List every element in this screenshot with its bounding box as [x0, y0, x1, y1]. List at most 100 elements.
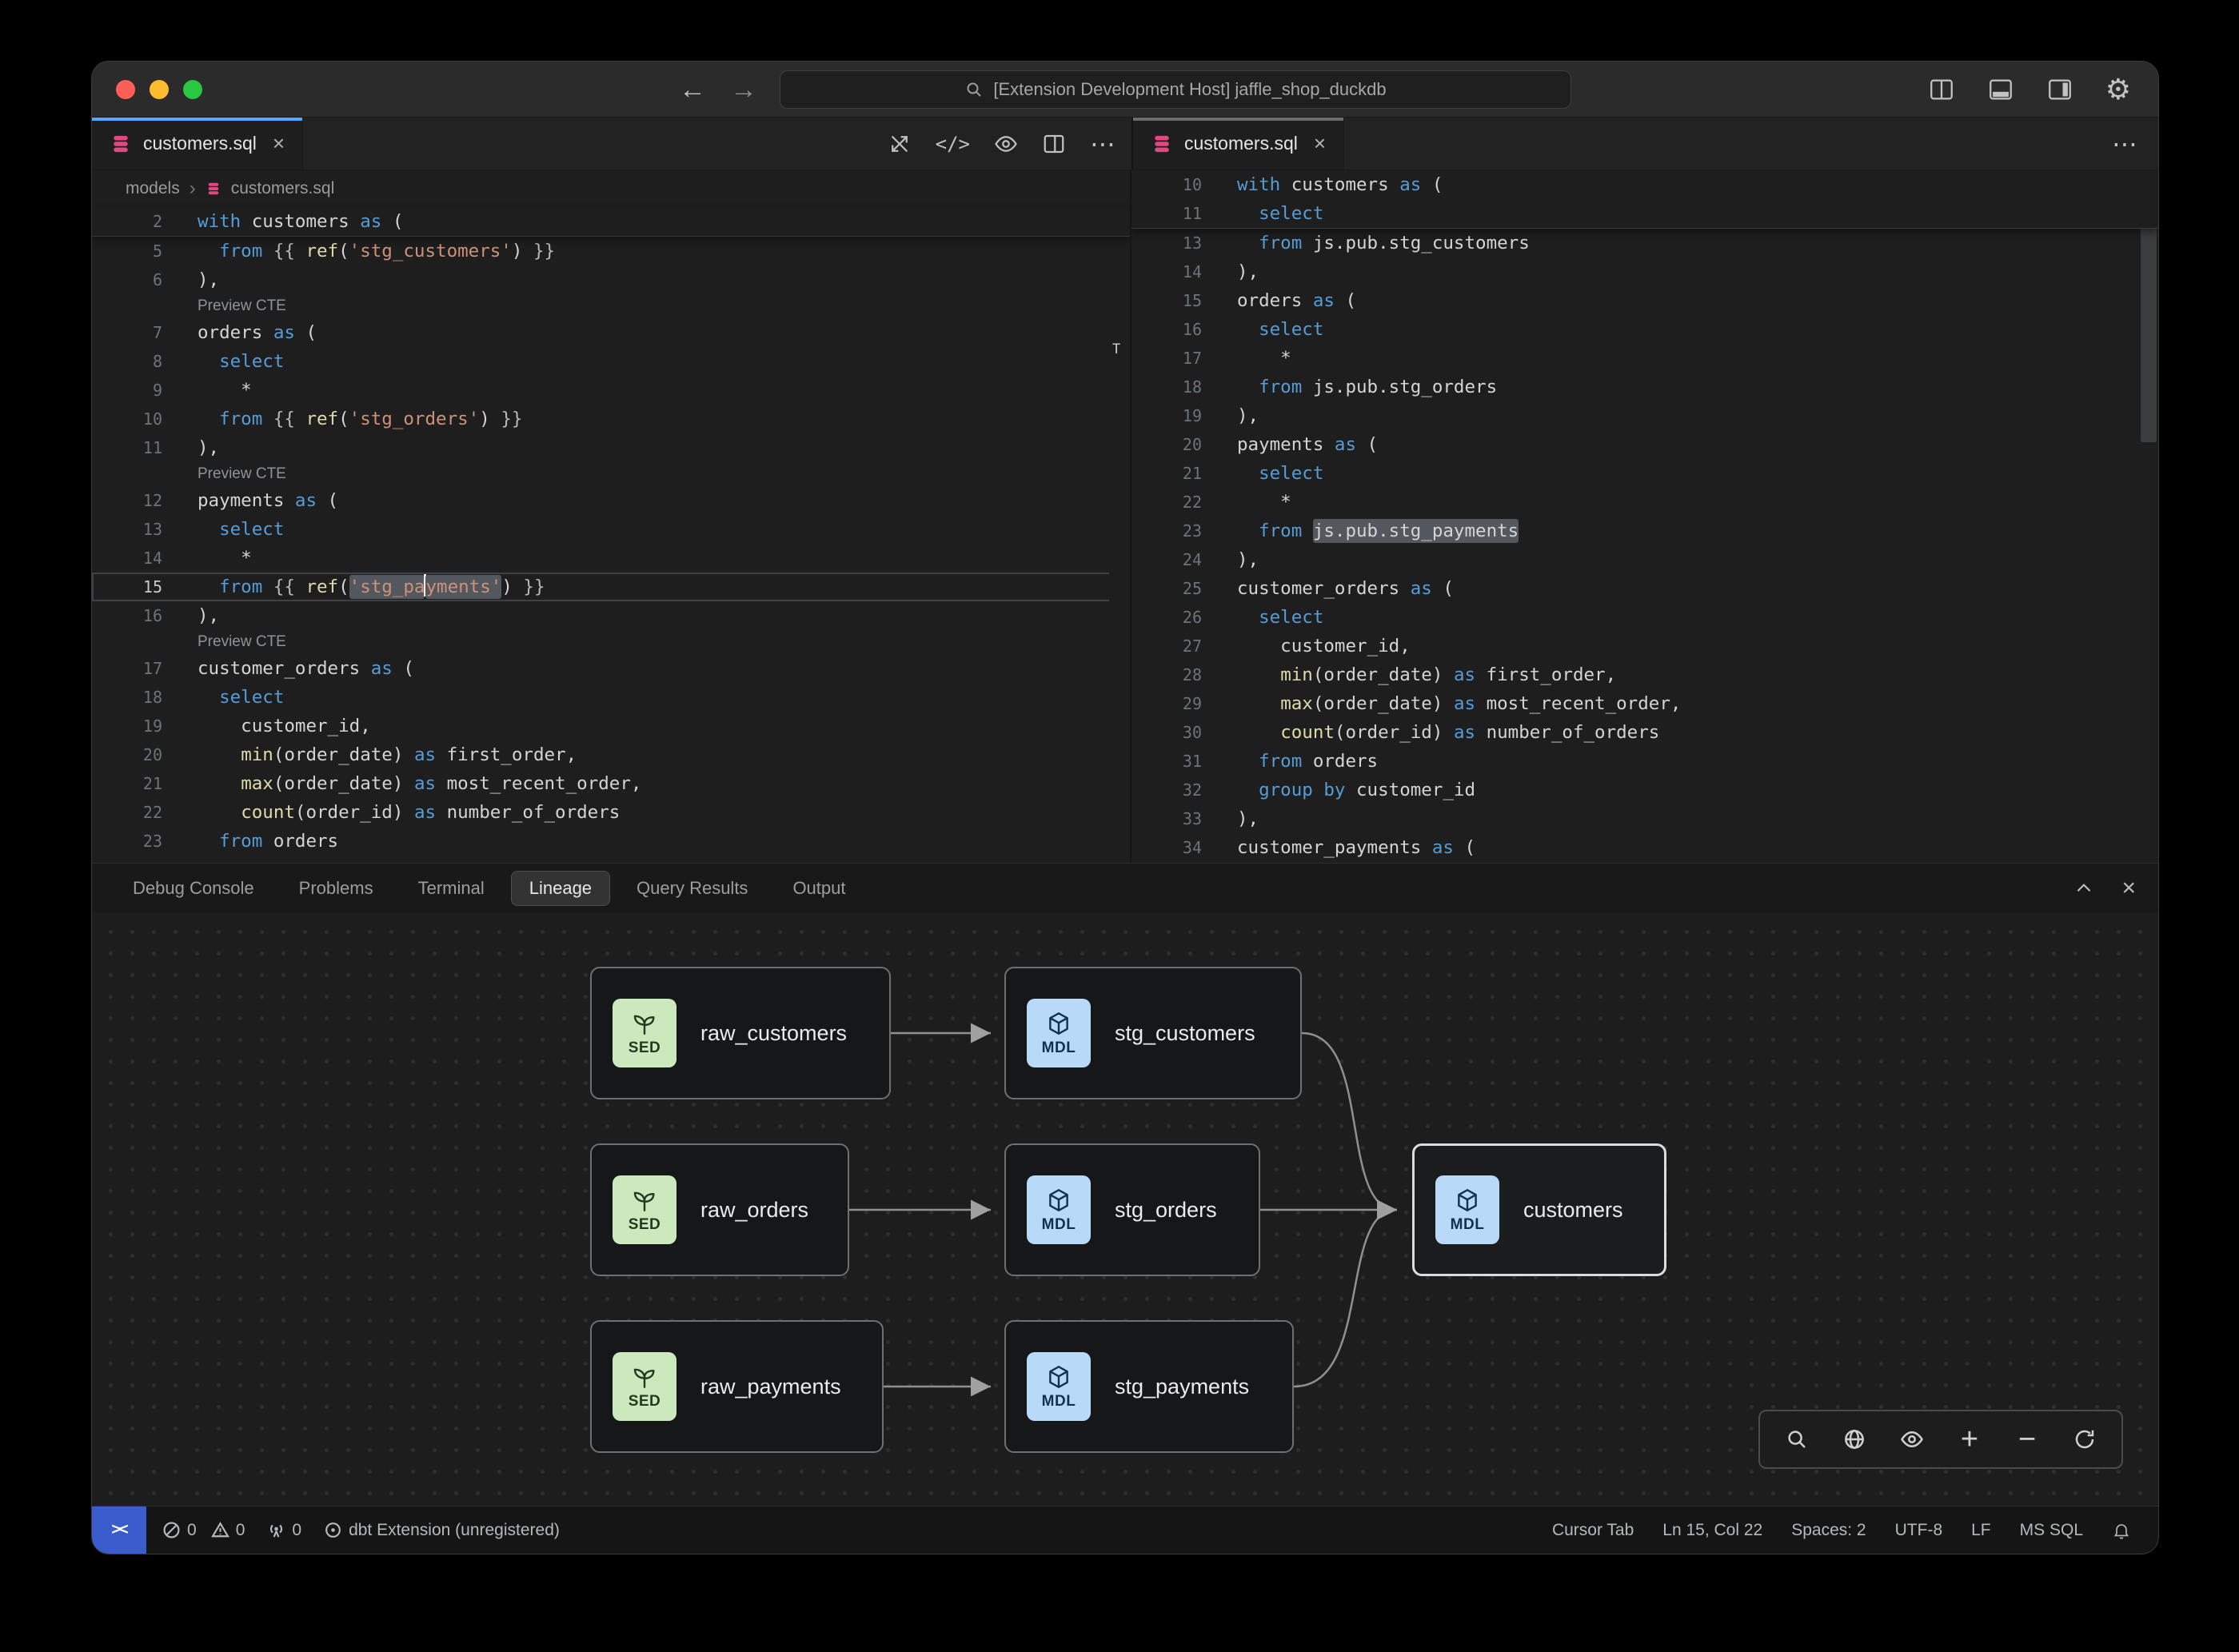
code-line-14[interactable]: 14),: [1131, 257, 2158, 286]
code-line-13[interactable]: 13 select: [92, 515, 1130, 544]
panel-tab-lineage[interactable]: Lineage: [510, 871, 611, 906]
code-lens-label[interactable]: Preview CTE: [198, 297, 286, 314]
code-line-19[interactable]: 19 customer_id,: [92, 712, 1130, 740]
compile-code-icon[interactable]: </>: [935, 132, 970, 155]
breadcrumb[interactable]: models › customers.sql: [92, 170, 1130, 207]
more-actions-icon[interactable]: ⋯: [2112, 129, 2137, 158]
dbt-extension-status[interactable]: dbt Extension (unregistered): [324, 1521, 560, 1540]
preview-eye-icon[interactable]: [994, 132, 1018, 156]
code-line-21[interactable]: 21 select: [1131, 459, 2158, 488]
code-line-22[interactable]: 22 count(order_id) as number_of_orders: [92, 798, 1130, 827]
close-panel-icon[interactable]: ×: [2121, 875, 2136, 901]
code-line-33[interactable]: 33),: [1131, 804, 2158, 833]
code-line-13[interactable]: 13 from js.pub.stg_customers: [1131, 229, 2158, 257]
code-lens-label[interactable]: Preview CTE: [198, 465, 286, 482]
code-lens-label[interactable]: Preview CTE: [198, 633, 286, 650]
close-window-button[interactable]: [116, 79, 135, 99]
zoom-out-button[interactable]: −: [1998, 1411, 2056, 1467]
more-actions-icon[interactable]: ⋯: [1090, 129, 1116, 158]
code-line-17[interactable]: 17 *: [1131, 344, 2158, 373]
panel-tab-debug-console[interactable]: Debug Console: [114, 871, 273, 906]
code-line-22[interactable]: 22 *: [1131, 488, 2158, 517]
scrollbar-thumb[interactable]: [2141, 170, 2157, 442]
lineage-visibility-button[interactable]: [1883, 1411, 1941, 1467]
close-tab-icon[interactable]: ×: [1313, 131, 1327, 155]
code-line-26[interactable]: 26 select: [1131, 603, 2158, 632]
toggle-panel-icon[interactable]: [1987, 76, 2014, 103]
breadcrumb-folder[interactable]: models: [126, 179, 180, 198]
back-button[interactable]: ←: [679, 74, 706, 105]
command-center-search[interactable]: [Extension Development Host] jaffle_shop…: [780, 70, 1571, 109]
lineage-search-button[interactable]: [1768, 1411, 1826, 1467]
panel-tab-problems[interactable]: Problems: [281, 871, 392, 906]
notifications-bell-icon[interactable]: [2112, 1521, 2131, 1540]
code-line-30[interactable]: 30 count(order_id) as number_of_orders: [1131, 718, 2158, 747]
code-line-20[interactable]: 20 min(order_date) as first_order,: [92, 740, 1130, 769]
code-line-15[interactable]: 15 from {{ ref('stg_payments') }}: [92, 573, 1130, 601]
code-line-31[interactable]: 31 from orders: [1131, 747, 2158, 776]
code-line-18[interactable]: 18 select: [92, 683, 1130, 712]
code-line-27[interactable]: 27 customer_id,: [1131, 632, 2158, 660]
code-line-16[interactable]: 16),: [92, 601, 1130, 630]
code-lens[interactable]: Preview CTE: [92, 294, 1130, 318]
code-line-21[interactable]: 21 max(order_date) as most_recent_order,: [92, 769, 1130, 798]
code-line-16[interactable]: 16 select: [1131, 315, 2158, 344]
tab-customers-sql-left[interactable]: customers.sql ×: [92, 118, 304, 170]
close-tab-icon[interactable]: ×: [272, 131, 285, 155]
panel-tab-terminal[interactable]: Terminal: [400, 871, 503, 906]
code-line-32[interactable]: 32 group by customer_id: [1131, 776, 2158, 804]
forward-button[interactable]: →: [730, 74, 757, 105]
remote-indicator[interactable]: ><: [92, 1506, 146, 1554]
code-line-11[interactable]: 11 select: [1131, 199, 2158, 228]
code-lines[interactable]: 5 from {{ ref('stg_customers') }}6), Prev…: [92, 237, 1130, 856]
status-lf[interactable]: LF: [1971, 1520, 1991, 1539]
code-line-29[interactable]: 29 max(order_date) as most_recent_order,: [1131, 689, 2158, 718]
code-lens[interactable]: Preview CTE: [92, 462, 1130, 486]
code-line-5[interactable]: 5 from {{ ref('stg_customers') }}: [92, 237, 1130, 265]
zoom-window-button[interactable]: [183, 79, 202, 99]
code-line-18[interactable]: 18 from js.pub.stg_orders: [1131, 373, 2158, 401]
chevron-up-icon[interactable]: [2073, 878, 2094, 899]
status-spaces-2[interactable]: Spaces: 2: [1791, 1520, 1866, 1539]
crossed-arrows-icon[interactable]: [888, 132, 912, 156]
code-line-19[interactable]: 19),: [1131, 401, 2158, 430]
lineage-globe-button[interactable]: [1826, 1411, 1883, 1467]
code-line-10[interactable]: 10 from {{ ref('stg_orders') }}: [92, 405, 1130, 433]
split-editor-icon[interactable]: [1928, 76, 1955, 103]
refresh-button[interactable]: [2056, 1411, 2113, 1467]
status-utf-8[interactable]: UTF-8: [1894, 1520, 1943, 1539]
status-ms-sql[interactable]: MS SQL: [2019, 1520, 2083, 1539]
panel-tab-query-results[interactable]: Query Results: [618, 871, 766, 906]
toggle-secondary-sidebar-icon[interactable]: [2046, 76, 2073, 103]
breadcrumb-file[interactable]: customers.sql: [230, 179, 335, 198]
ports-status[interactable]: 0: [267, 1521, 301, 1540]
status-cursor-tab[interactable]: Cursor Tab: [1551, 1520, 1634, 1539]
code-line-6[interactable]: 6),: [92, 265, 1130, 294]
settings-gear-icon[interactable]: ⚙: [2105, 72, 2131, 106]
code-line-23[interactable]: 23 from js.pub.stg_payments: [1131, 517, 2158, 545]
problems-status[interactable]: 0 0: [162, 1521, 245, 1540]
status-ln-15-col-22[interactable]: Ln 15, Col 22: [1662, 1520, 1763, 1539]
panel-tab-output[interactable]: Output: [774, 871, 864, 906]
split-editor-right-icon[interactable]: [1042, 132, 1066, 156]
code-line-24[interactable]: 24),: [1131, 545, 2158, 574]
zoom-in-button[interactable]: +: [1941, 1411, 1998, 1467]
minimize-window-button[interactable]: [150, 79, 169, 99]
